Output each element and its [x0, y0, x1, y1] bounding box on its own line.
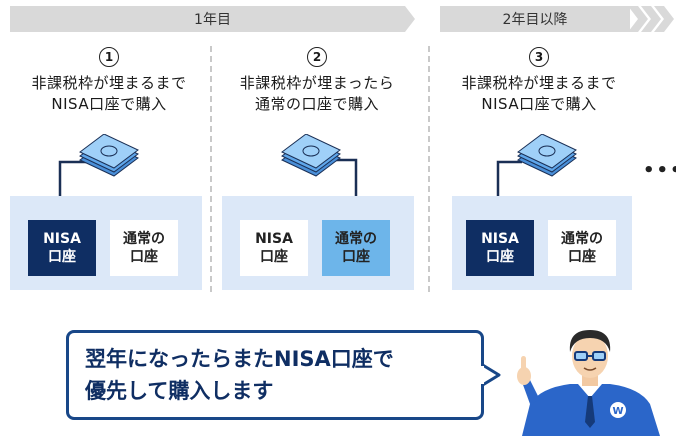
step-1: 1 非課税枠が埋まるまで NISA口座で購入	[4, 46, 214, 115]
step-3-line2: NISA口座で購入	[481, 95, 597, 113]
year1-banner: 1年目	[10, 6, 415, 32]
nisa-label-1: NISA	[255, 231, 293, 247]
separator-2	[428, 46, 430, 292]
speech-bubble: 翌年になったらまたNISA口座で 優先して購入します	[66, 330, 484, 420]
nisa-label-2: 口座	[260, 249, 288, 265]
step-1-text: 非課税枠が埋まるまで NISA口座で購入	[4, 73, 214, 115]
normal-account-box: 通常の 口座	[110, 220, 178, 276]
step-2: 2 非課税枠が埋まったら 通常の口座で購入	[212, 46, 422, 115]
cash-icon	[281, 134, 341, 177]
nisa-account-box: NISA 口座	[240, 220, 308, 276]
step-3-text: 非課税枠が埋まるまで NISA口座で購入	[434, 73, 644, 115]
step-2-line1: 非課税枠が埋まったら	[239, 74, 395, 92]
step-1-line1: 非課税枠が埋まるまで	[31, 74, 187, 92]
bubble-line-2: 優先して購入します	[85, 379, 274, 403]
advisor-person-icon: W	[517, 330, 660, 436]
bubble-line-1: 翌年になったらまたNISA口座で	[85, 347, 394, 371]
step-3: 3 非課税枠が埋まるまで NISA口座で購入	[434, 46, 644, 115]
normal-account-box-selected: 通常の 口座	[322, 220, 390, 276]
year1-label: 1年目	[194, 12, 231, 28]
step-3-number: 3	[529, 47, 549, 67]
year2-label: 2年目以降	[502, 12, 568, 28]
svg-text:W: W	[612, 406, 623, 417]
continue-chevrons-icon	[628, 6, 674, 32]
step-2-text: 非課税枠が埋まったら 通常の口座で購入	[212, 73, 422, 115]
year2-banner: 2年目以降	[440, 6, 630, 32]
nisa-label-1: NISA	[43, 231, 81, 247]
step-2-line2: 通常の口座で購入	[254, 95, 379, 113]
normal-account-box: 通常の 口座	[548, 220, 616, 276]
bubble-tail	[481, 362, 501, 388]
nisa-account-box-selected: NISA 口座	[28, 220, 96, 276]
step-1-number: 1	[99, 47, 119, 67]
separator-1	[210, 46, 212, 292]
nisa-account-box-selected: NISA 口座	[466, 220, 534, 276]
normal-label-1: 通常の	[123, 231, 165, 247]
normal-label-2: 口座	[568, 249, 596, 265]
step-3-line1: 非課税枠が埋まるまで	[461, 74, 617, 92]
cash-icon	[79, 134, 139, 177]
normal-label-1: 通常の	[561, 231, 603, 247]
nisa-label-2: 口座	[48, 249, 76, 265]
cash-icon	[517, 134, 577, 177]
nisa-label-1: NISA	[481, 231, 519, 247]
normal-label-2: 口座	[342, 249, 370, 265]
continuation-dots: •••	[643, 160, 676, 181]
normal-label-1: 通常の	[335, 231, 377, 247]
step-1-line2: NISA口座で購入	[51, 95, 167, 113]
step-2-number: 2	[307, 47, 327, 67]
normal-label-2: 口座	[130, 249, 158, 265]
nisa-label-2: 口座	[486, 249, 514, 265]
